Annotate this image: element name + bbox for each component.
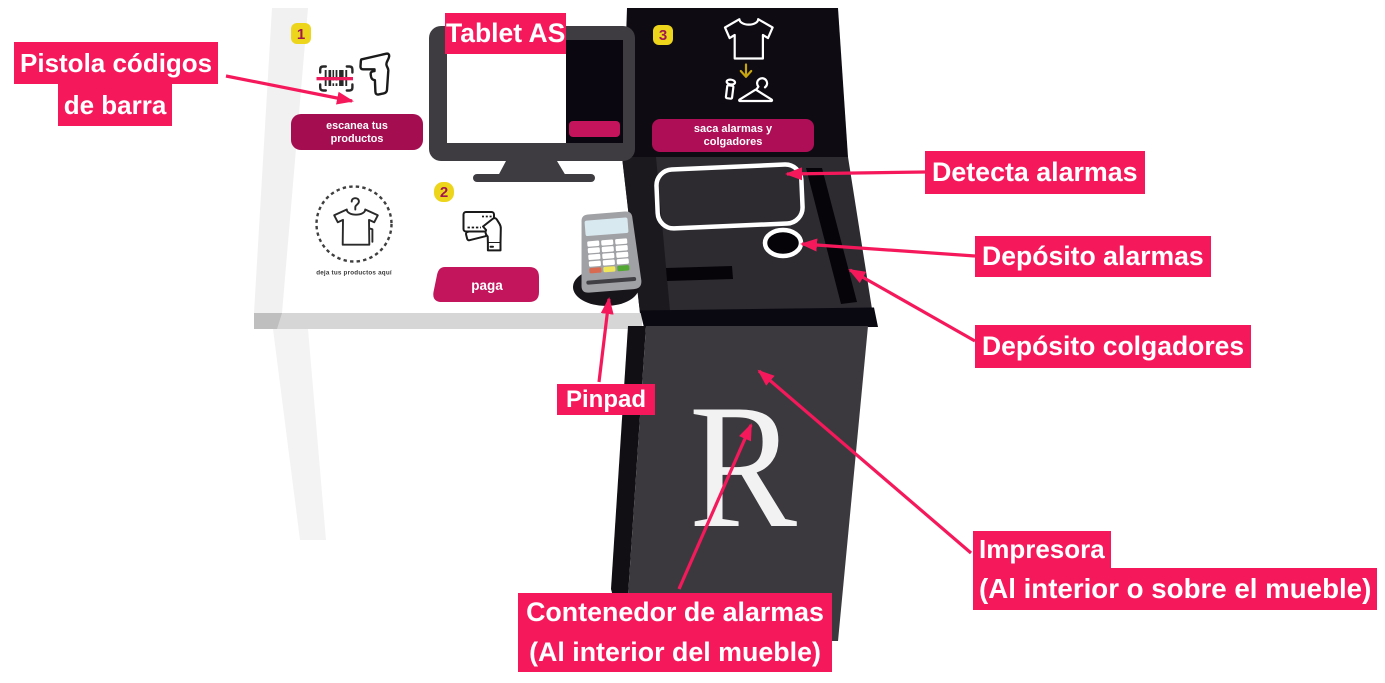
svg-text:saca alarmas y: saca alarmas y	[694, 123, 773, 135]
svg-text:1: 1	[297, 26, 305, 43]
svg-text:colgadores: colgadores	[704, 136, 763, 148]
svg-text:R: R	[689, 367, 798, 565]
svg-text:escanea tus: escanea tus	[326, 120, 388, 132]
svg-text:2: 2	[440, 184, 448, 201]
svg-text:deja tus productos aquí: deja tus productos aquí	[316, 270, 392, 277]
svg-text:3: 3	[659, 27, 667, 44]
svg-text:paga: paga	[471, 278, 503, 293]
svg-text:productos: productos	[331, 133, 384, 145]
